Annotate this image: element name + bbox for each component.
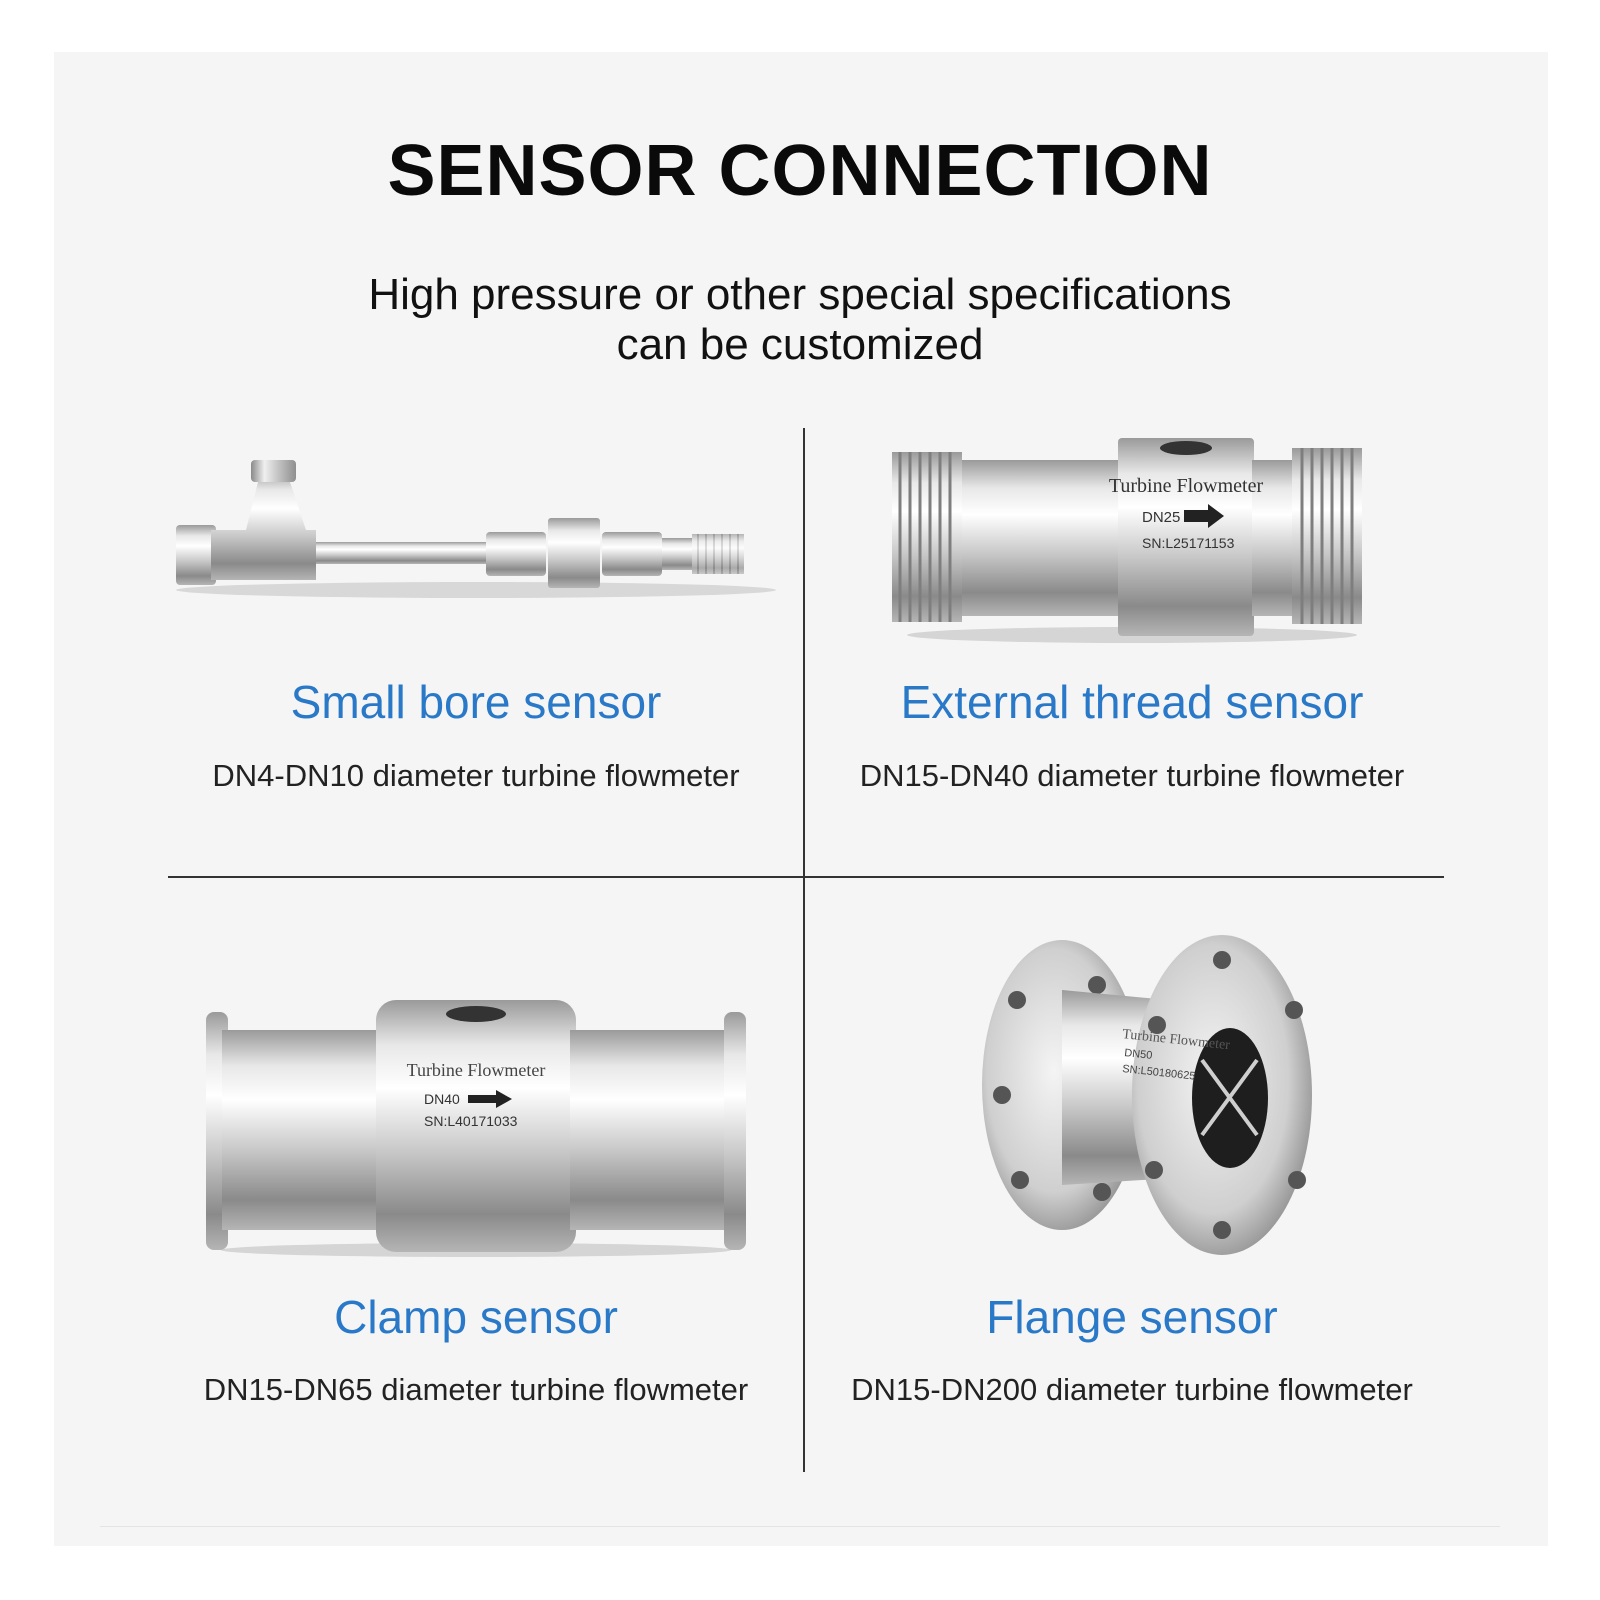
sn-label: SN:L40171033 bbox=[424, 1113, 518, 1129]
page-title: SENSOR CONNECTION bbox=[387, 131, 1213, 211]
horizontal-divider bbox=[168, 876, 1444, 878]
sensor-spec: DN15-DN200 diameter turbine flowmeter bbox=[851, 1372, 1413, 1407]
clamp-sensor-image: Turbine Flowmeter DN40 SN:L40171033 bbox=[206, 1000, 746, 1257]
product-label: Turbine Flowmeter bbox=[1109, 475, 1264, 497]
product-label: Turbine Flowmeter bbox=[407, 1060, 546, 1080]
dn-label: DN50 bbox=[1124, 1047, 1153, 1062]
page-subtitle: High pressure or other special specifica… bbox=[200, 270, 1400, 370]
sensor-name: External thread sensor bbox=[900, 676, 1364, 728]
sensor-spec: DN15-DN40 diameter turbine flowmeter bbox=[859, 758, 1405, 793]
bottom-divider bbox=[100, 1526, 1500, 1527]
sensor-name: Flange sensor bbox=[986, 1291, 1278, 1343]
sensor-name: Clamp sensor bbox=[334, 1291, 618, 1343]
sensor-cell-external-thread: Turbine Flowmeter DN25 SN:L25171153 Exte… bbox=[812, 430, 1452, 850]
sensor-cell-small-bore: Small bore sensor DN4-DN10 diameter turb… bbox=[156, 430, 796, 850]
external-thread-sensor-image: Turbine Flowmeter DN25 SN:L25171153 bbox=[892, 438, 1362, 643]
background-panel bbox=[54, 52, 1548, 1546]
subtitle-line-2: can be customized bbox=[616, 320, 984, 369]
dn-label: DN25 bbox=[1142, 509, 1180, 526]
sensor-name: Small bore sensor bbox=[290, 676, 662, 728]
sensor-cell-flange: Turbine Flowmeter DN50 SN:L50180625 Flan… bbox=[812, 920, 1452, 1440]
vertical-divider bbox=[803, 428, 805, 1472]
sn-label: SN:L25171153 bbox=[1142, 535, 1235, 551]
dn-label: DN40 bbox=[424, 1091, 460, 1107]
arrow-icon bbox=[468, 1090, 512, 1108]
sensor-cell-clamp: Turbine Flowmeter DN40 SN:L40171033 Clam… bbox=[156, 1000, 796, 1440]
arrow-icon bbox=[1184, 504, 1224, 528]
small-bore-sensor-image bbox=[176, 460, 776, 598]
subtitle-line-1: High pressure or other special specifica… bbox=[368, 270, 1232, 319]
sensor-spec: DN15-DN65 diameter turbine flowmeter bbox=[203, 1372, 749, 1407]
flange-sensor-image: Turbine Flowmeter DN50 SN:L50180625 bbox=[982, 935, 1312, 1255]
sensor-spec: DN4-DN10 diameter turbine flowmeter bbox=[212, 758, 740, 793]
